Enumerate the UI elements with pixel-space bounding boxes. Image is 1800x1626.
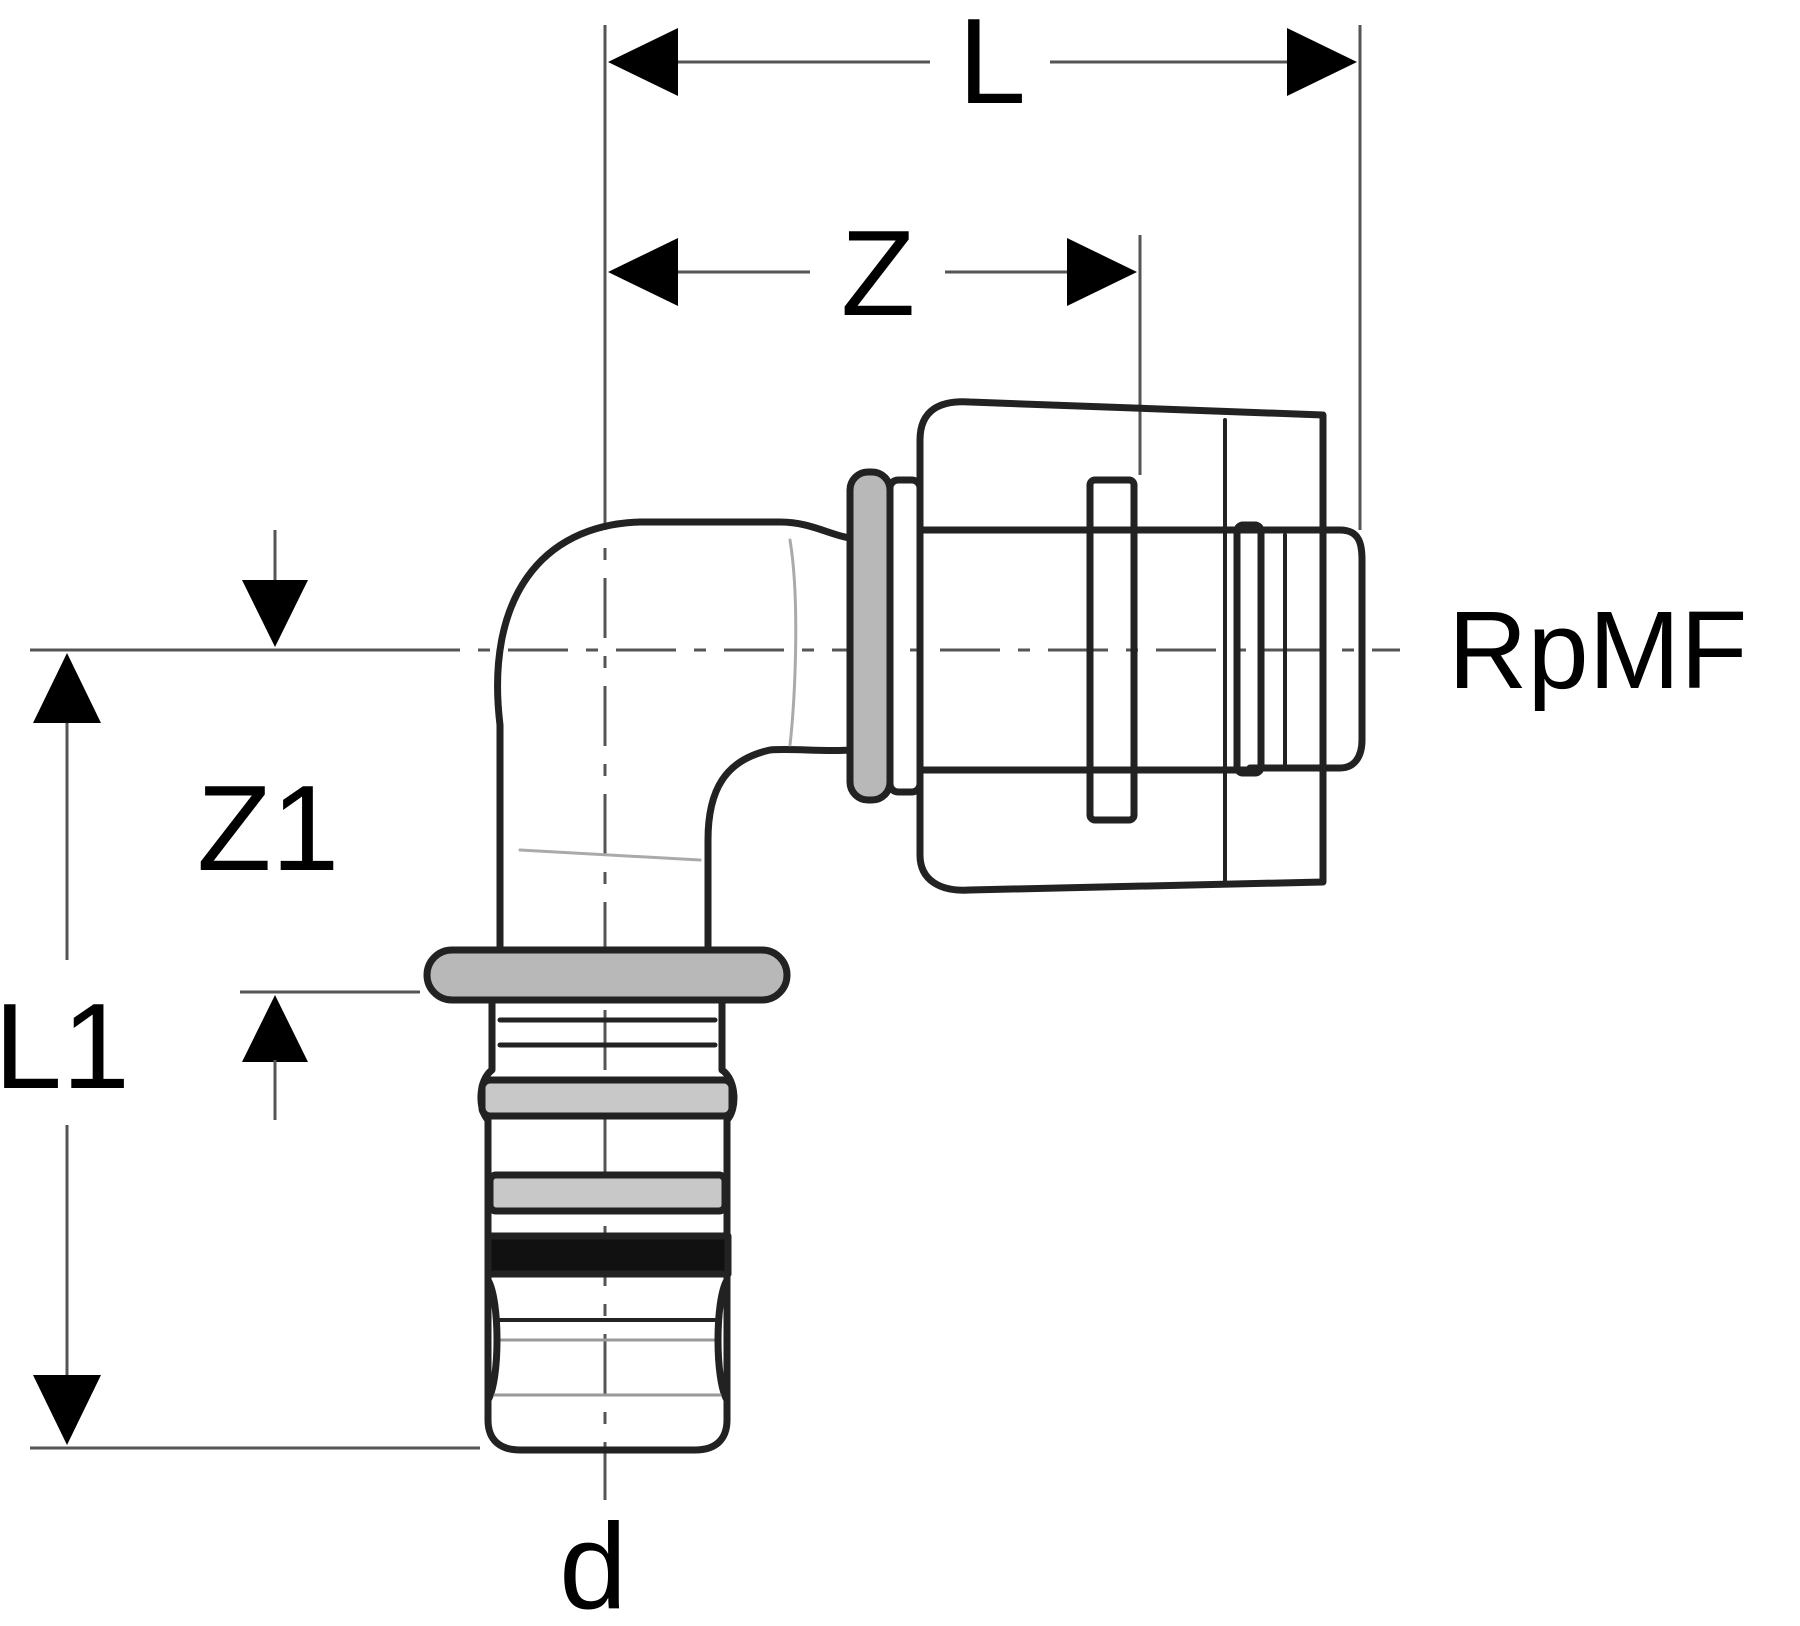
arrowhead-up <box>33 653 101 723</box>
threaded-end <box>1246 526 1366 772</box>
dimension-l1: L1 <box>0 653 130 1445</box>
thread-ring <box>1233 521 1265 777</box>
fitting-body <box>423 398 1366 1454</box>
elbow-contour <box>494 518 854 969</box>
dim-label-d: d <box>559 1498 627 1626</box>
grip-ring <box>478 1076 736 1120</box>
elbow-shading <box>518 538 798 862</box>
dim-label-z1: Z1 <box>197 760 339 896</box>
black-o-ring <box>484 1232 732 1278</box>
arrowhead-right <box>1287 28 1357 96</box>
extension-lines <box>30 25 1362 1450</box>
arrowhead-down <box>33 1375 101 1445</box>
arrowhead-right <box>1067 238 1137 306</box>
nut-band <box>1086 476 1138 824</box>
dim-label-z: Z <box>841 205 916 341</box>
sleeve-waist <box>484 1276 731 1404</box>
union-nut <box>916 398 1327 894</box>
arrowhead-up <box>242 995 308 1062</box>
horizontal-collar-ring <box>846 468 894 804</box>
press-sleeve <box>477 996 738 1454</box>
thread-label-rpmf: RpMF <box>1448 589 1747 712</box>
dim-label-l: L <box>958 0 1026 129</box>
knurled-band <box>486 1171 729 1215</box>
vertical-collar-ring <box>423 946 791 1004</box>
arrowhead-left <box>608 238 678 306</box>
horizontal-collar-back <box>886 476 924 796</box>
arrowhead-down <box>242 580 308 647</box>
dimension-z1: Z1 <box>197 530 339 1120</box>
dimension-l: L <box>608 0 1357 129</box>
dimension-z: Z <box>608 205 1137 341</box>
dim-label-l1: L1 <box>0 978 130 1114</box>
arrowhead-left <box>608 28 678 96</box>
